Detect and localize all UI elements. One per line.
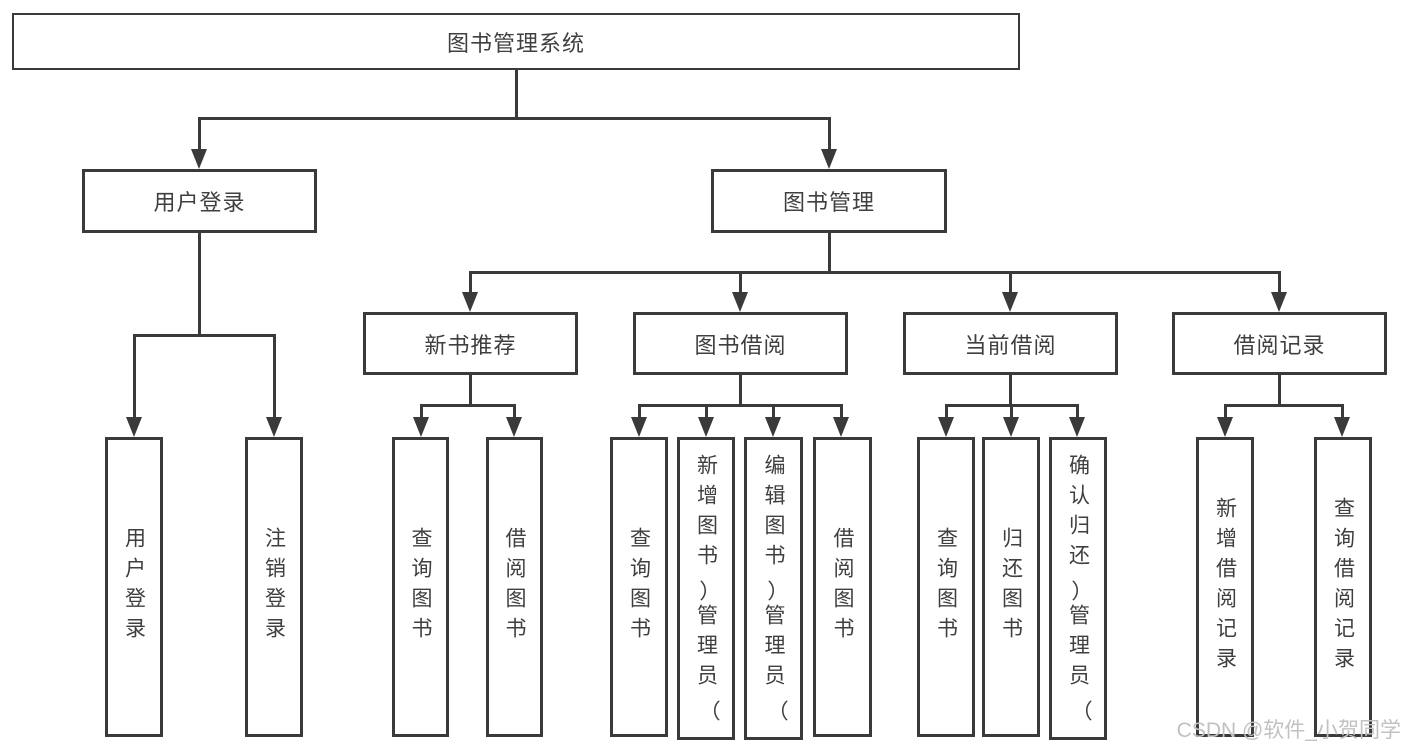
arrow-down-icon: [821, 149, 837, 169]
connector-line: [420, 404, 515, 407]
node-library-management-system: 图书管理系统: [12, 13, 1020, 70]
arrow-down-icon: [1002, 292, 1018, 312]
connector-line: [705, 404, 708, 421]
connector-line: [469, 271, 1281, 274]
connector-line: [1278, 271, 1281, 295]
arrow-down-icon: [765, 417, 781, 437]
arrow-down-icon: [1217, 417, 1233, 437]
arrow-down-icon: [938, 417, 954, 437]
connector-line: [1010, 404, 1013, 421]
connector-line: [1009, 375, 1012, 406]
leaf-label: 用户登录: [122, 527, 146, 647]
connector-line: [133, 334, 276, 337]
leaf-label: 借阅图书: [503, 527, 527, 647]
leaf-user-login: 用户登录: [105, 437, 163, 737]
connector-line: [513, 404, 516, 421]
leaf-add-book-admin: 新增图书（管理员）: [677, 437, 735, 740]
node-label: 用户登录: [153, 190, 246, 215]
leaf-label: 确认归还（管理员）: [1063, 453, 1093, 721]
connector-line: [739, 271, 742, 295]
leaf-logout: 注销登录: [245, 437, 303, 737]
arrow-down-icon: [126, 417, 142, 437]
connector-line: [945, 404, 948, 421]
leaf-label: 编辑图书（管理员）: [758, 453, 789, 721]
leaf-query-books-current: 查询图书: [917, 437, 975, 737]
node-book-management: 图书管理: [711, 169, 947, 233]
connector-line: [469, 271, 472, 295]
connector-line: [515, 70, 518, 118]
leaf-borrow-books: 借阅图书: [813, 437, 872, 737]
arrow-down-icon: [732, 292, 748, 312]
leaf-label: 查询图书: [409, 527, 433, 647]
node-new-book-recommend: 新书推荐: [363, 312, 578, 375]
leaf-confirm-return-admin: 确认归还（管理员）: [1049, 437, 1107, 740]
leaf-query-books-recommend: 查询图书: [392, 437, 449, 737]
connector-line: [469, 375, 472, 406]
connector-line: [828, 117, 831, 153]
connector-line: [739, 375, 742, 406]
leaf-borrow-books-recommend: 借阅图书: [486, 437, 543, 737]
arrow-down-icon: [413, 417, 429, 437]
arrow-down-icon: [833, 417, 849, 437]
arrow-down-icon: [631, 417, 647, 437]
connector-line: [772, 404, 775, 421]
leaf-label: 查询图书: [934, 527, 958, 647]
connector-line: [133, 334, 136, 420]
leaf-label: 归还图书: [999, 527, 1023, 647]
arrow-down-icon: [698, 417, 714, 437]
watermark-text: CSDN @软件_小贺同学: [1176, 719, 1401, 742]
connector-line: [638, 404, 843, 407]
node-borrow-records: 借阅记录: [1172, 312, 1387, 375]
connector-line: [1224, 404, 1344, 407]
connector-line: [1076, 404, 1079, 421]
node-user-login: 用户登录: [82, 169, 317, 233]
node-book-borrow: 图书借阅: [633, 312, 848, 375]
leaf-query-books-borrow: 查询图书: [610, 437, 668, 737]
arrow-down-icon: [1271, 292, 1287, 312]
leaf-label: 注销登录: [262, 527, 286, 647]
node-label: 当前借阅: [964, 332, 1057, 358]
leaf-label: 查询图书: [627, 527, 651, 647]
node-label: 图书管理: [782, 190, 875, 215]
arrow-down-icon: [266, 417, 282, 437]
arrow-down-icon: [462, 292, 478, 312]
arrow-down-icon: [1334, 417, 1350, 437]
connector-line: [420, 404, 423, 421]
connector-line: [1278, 375, 1281, 406]
node-label: 图书管理系统: [446, 30, 585, 56]
leaf-label: 新增借阅记录: [1213, 497, 1237, 677]
leaf-query-borrow-record: 查询借阅记录: [1314, 437, 1372, 737]
leaf-label: 查询借阅记录: [1331, 497, 1355, 677]
arrow-down-icon: [191, 149, 207, 169]
node-label: 借阅记录: [1233, 332, 1326, 358]
connector-line: [840, 404, 843, 421]
node-current-borrow: 当前借阅: [903, 312, 1118, 375]
leaf-return-book: 归还图书: [982, 437, 1040, 737]
node-label: 新书推荐: [424, 332, 517, 358]
connector-line: [1009, 271, 1012, 295]
leaf-add-borrow-record: 新增借阅记录: [1196, 437, 1254, 737]
connector-line: [828, 233, 831, 273]
arrow-down-icon: [506, 417, 522, 437]
connector-line: [1224, 404, 1227, 421]
leaf-label: 新增图书（管理员）: [691, 453, 721, 721]
connector-line: [273, 334, 276, 420]
connector-line: [1341, 404, 1344, 421]
connector-line: [198, 117, 201, 153]
node-label: 图书借阅: [694, 332, 787, 358]
arrow-down-icon: [1069, 417, 1085, 437]
connector-line: [198, 233, 201, 335]
arrow-down-icon: [1003, 417, 1019, 437]
leaf-edit-book-admin: 编辑图书（管理员）: [744, 437, 803, 740]
connector-line: [198, 117, 831, 120]
leaf-label: 借阅图书: [831, 527, 855, 647]
connector-line: [638, 404, 641, 421]
